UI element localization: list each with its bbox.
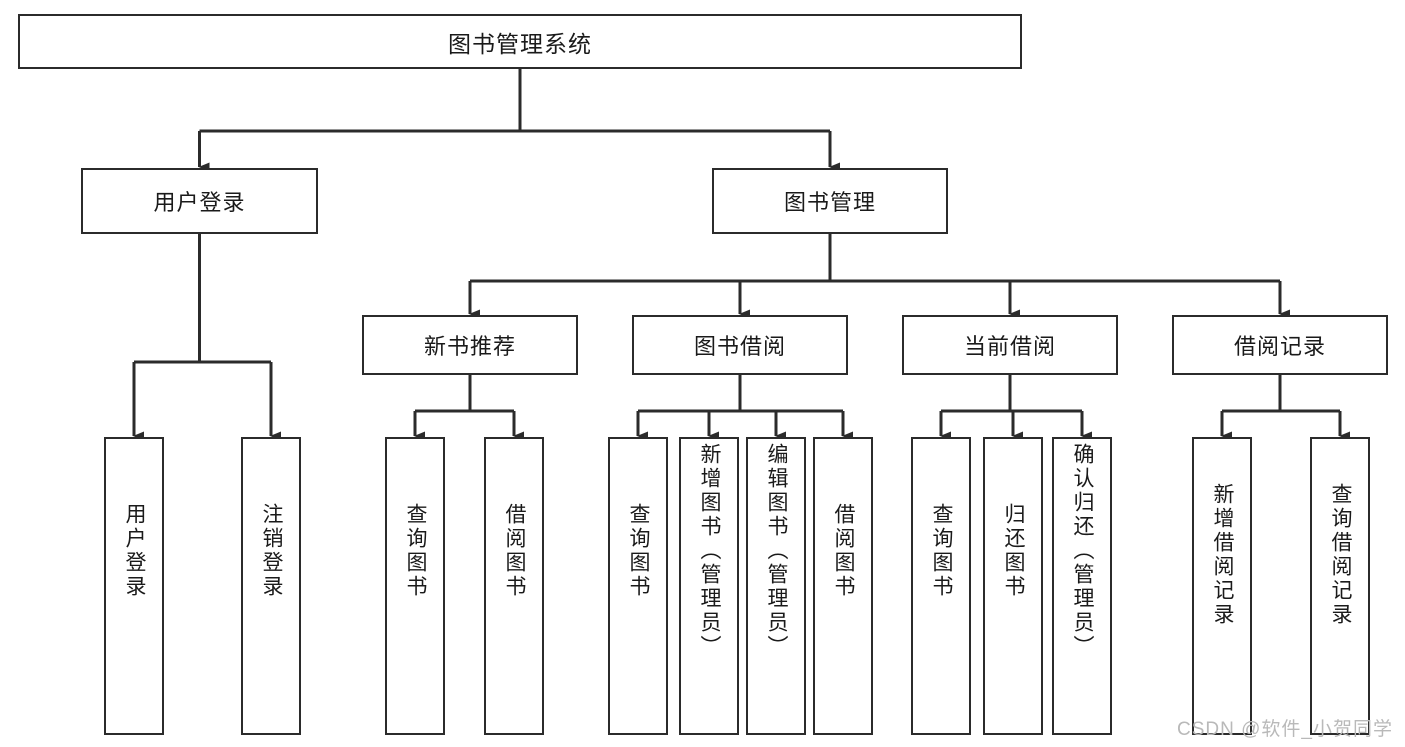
node-borrow-record[interactable]: 借阅记录 [1172,315,1388,375]
node-leaf-logout-login-label: 注销登录 [260,503,284,599]
node-leaf-confirm-return-admin[interactable]: 确认归还（管理员） [1052,437,1112,735]
node-book-manage-label: 图书管理 [783,190,876,215]
node-leaf-edit-book-admin[interactable]: 编辑图书（管理员） [746,437,806,735]
node-current-borrow-label: 当前借阅 [963,334,1056,359]
node-new-book-recommend-label: 新书推荐 [423,334,516,359]
node-leaf-query-borrow-record-label: 查询借阅记录 [1329,483,1353,627]
node-user-login[interactable]: 用户登录 [81,168,318,234]
node-leaf-confirm-return-admin-label: 确认归还（管理员） [1071,443,1095,659]
node-leaf-query-book-1-label: 查询图书 [404,503,428,599]
node-leaf-query-book-3[interactable]: 查询图书 [911,437,971,735]
node-leaf-add-borrow-record[interactable]: 新增借阅记录 [1192,437,1252,735]
node-new-book-recommend[interactable]: 新书推荐 [362,315,578,375]
node-leaf-user-login-label: 用户登录 [123,503,147,599]
node-leaf-query-book-3-label: 查询图书 [930,503,954,599]
node-leaf-return-book[interactable]: 归还图书 [983,437,1043,735]
node-root[interactable]: 图书管理系统 [18,14,1022,69]
node-user-login-label: 用户登录 [153,190,246,215]
node-root-label: 图书管理系统 [448,30,592,57]
node-leaf-add-book-admin[interactable]: 新增图书（管理员） [679,437,739,735]
node-leaf-user-login[interactable]: 用户登录 [104,437,164,735]
node-book-borrow-label: 图书借阅 [693,334,786,359]
node-book-borrow[interactable]: 图书借阅 [632,315,848,375]
node-leaf-edit-book-admin-label: 编辑图书（管理员） [765,443,789,659]
node-leaf-borrow-book-1[interactable]: 借阅图书 [484,437,544,735]
node-leaf-return-book-label: 归还图书 [1002,503,1026,599]
node-leaf-query-book-2[interactable]: 查询图书 [608,437,668,735]
node-book-manage[interactable]: 图书管理 [712,168,948,234]
node-borrow-record-label: 借阅记录 [1233,334,1326,359]
node-leaf-query-borrow-record[interactable]: 查询借阅记录 [1310,437,1370,735]
node-leaf-borrow-book-1-label: 借阅图书 [503,503,527,599]
node-leaf-borrow-book-2-label: 借阅图书 [832,503,856,599]
node-leaf-borrow-book-2[interactable]: 借阅图书 [813,437,873,735]
node-leaf-logout-login[interactable]: 注销登录 [241,437,301,735]
node-current-borrow[interactable]: 当前借阅 [902,315,1118,375]
watermark: CSDN @软件_小贺同学 [1177,719,1393,740]
node-leaf-query-book-2-label: 查询图书 [627,503,651,599]
node-leaf-query-book-1[interactable]: 查询图书 [385,437,445,735]
node-leaf-add-borrow-record-label: 新增借阅记录 [1211,483,1235,627]
node-leaf-add-book-admin-label: 新增图书（管理员） [698,443,722,659]
